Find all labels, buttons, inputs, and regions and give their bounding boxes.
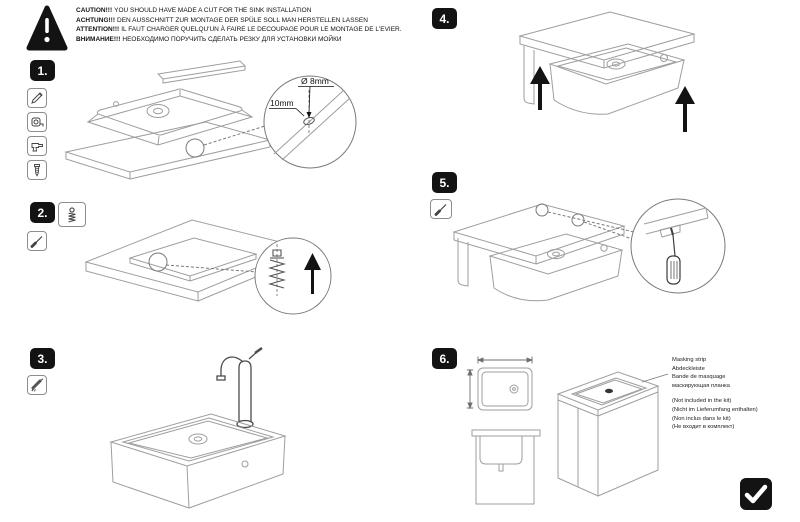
warning-line-de: ACHTUNG!!!DEN AUSSCHNITT ZUR MONTAGE DER… (76, 16, 368, 24)
up-arrow-left (530, 66, 550, 110)
warning-line-en: CAUTION!!!YOU SHOULD HAVE MADE A CUT FOR… (76, 7, 312, 14)
screwdriver-detail (666, 227, 681, 285)
step4-drawing (518, 11, 696, 132)
part-box-clip-spring (58, 202, 86, 227)
hole-depth-label: 10mm (270, 98, 294, 108)
step-6-badge: 6. (432, 348, 457, 369)
up-arrow-right (675, 86, 695, 132)
clip-position-circle (535, 203, 549, 217)
step1-drawing: Ø 8mm 10mm (64, 60, 357, 180)
spring-clip-detail (267, 244, 287, 296)
step-2-badge: 2. (30, 202, 55, 223)
not-included-label-de: (Nicht im Lieferumfang enthalten) (672, 406, 758, 413)
detail-zoom-circle (254, 237, 332, 315)
screwdriver-icon (434, 204, 447, 216)
caulk-gun-icon (31, 378, 44, 392)
cabinet-section (475, 436, 535, 505)
tape-measure-icon (31, 117, 44, 127)
tool-box-tape-measure (27, 112, 47, 132)
not-included-label-fr: (Non inclus dans le kit) (672, 415, 731, 422)
warning-line-ru: ВНИМАНИЕ!!!НЕОБХОДИМО ПОРУЧИТЬ СДЕЛАТЬ Р… (76, 35, 342, 43)
warning-triangle-icon (26, 5, 68, 51)
step6-cabinet-view (556, 371, 669, 497)
screw-icon (34, 164, 40, 177)
warning-line-fr: ATTENTION!!!IL FAUT CHARGER QUELQU'UN À … (76, 26, 402, 33)
tool-box-pencil (27, 88, 47, 108)
masking-strip-label-de: Abdeckleiste (672, 365, 705, 372)
not-included-label-en: (Not included in the kit) (672, 398, 732, 405)
done-check (740, 478, 772, 510)
tool-box-drill (27, 136, 47, 156)
step-3-badge: 3. (30, 348, 55, 369)
detail-source-circle (148, 252, 168, 272)
masking-strip-label-fr: Bande de masquage (672, 374, 726, 381)
detail-zoom-circle (630, 198, 726, 294)
tool-box-caulk-gun (27, 375, 47, 395)
tool-box-screwdriver-5 (430, 199, 452, 219)
checkmark-icon (744, 484, 768, 504)
masking-strip-labels: Masking strip Abdeckleiste Bande de masq… (672, 356, 758, 432)
hole-diameter-label: Ø 8mm (301, 76, 329, 86)
dimension-arrows (466, 356, 534, 410)
masking-strip-label-ru: маскирующая планка (672, 382, 730, 389)
step3-drawing (109, 347, 287, 509)
warning-block: CAUTION!!!YOU SHOULD HAVE MADE A CUT FOR… (76, 6, 402, 44)
sink-top-view (477, 367, 533, 411)
step-1-badge: 1. (30, 60, 55, 81)
detail-source-circle (185, 138, 205, 158)
not-included-label-ru: (Не входит в комплект) (672, 424, 735, 431)
detail-zoom-circle (263, 75, 357, 169)
tool-box-screw (27, 160, 47, 180)
drill-icon (31, 143, 43, 152)
screwdriver-icon (30, 236, 43, 248)
step2-drawing (84, 219, 332, 315)
pencil-icon (31, 92, 43, 104)
faucet (216, 347, 263, 429)
step-5-badge: 5. (432, 172, 457, 193)
masking-strip-label-en: Masking strip (672, 357, 707, 363)
clip-screw-spring-icon (68, 206, 76, 222)
drain (605, 388, 613, 394)
step5-drawing (452, 198, 726, 302)
drill-hole (303, 116, 315, 126)
up-arrow (304, 253, 321, 294)
tool-box-screwdriver-2 (27, 231, 47, 251)
counter-section (471, 429, 541, 437)
step-4-badge: 4. (432, 8, 457, 29)
masking-strip-leader (641, 373, 669, 383)
step6-dimension-views (466, 356, 541, 505)
sink-body (109, 413, 287, 509)
